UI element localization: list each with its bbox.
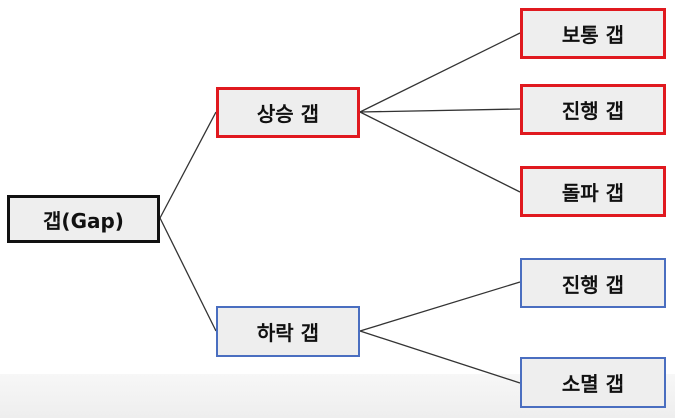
falling-gap-node: 하락 갭: [216, 306, 360, 357]
common-gap-node: 보통 갭: [520, 8, 666, 59]
root-node-gap: 갭(Gap): [7, 195, 160, 243]
connector-falling-exhaustion: [359, 330, 521, 384]
connector-rising-runaway: [359, 108, 521, 113]
rising-runaway-gap-node: 진행 갭: [520, 84, 666, 135]
rising-gap-node: 상승 갭: [216, 87, 360, 138]
falling-runaway-gap-node: 진행 갭: [520, 258, 666, 308]
connector-rising-breakaway: [359, 111, 521, 193]
connector-rising-common: [359, 32, 521, 113]
connector-root-falling: [159, 217, 217, 332]
breakaway-gap-node: 돌파 갭: [520, 166, 666, 217]
connector-falling-runaway: [359, 281, 521, 332]
exhaustion-gap-node: 소멸 갭: [520, 357, 666, 408]
connector-root-rising: [159, 111, 217, 219]
